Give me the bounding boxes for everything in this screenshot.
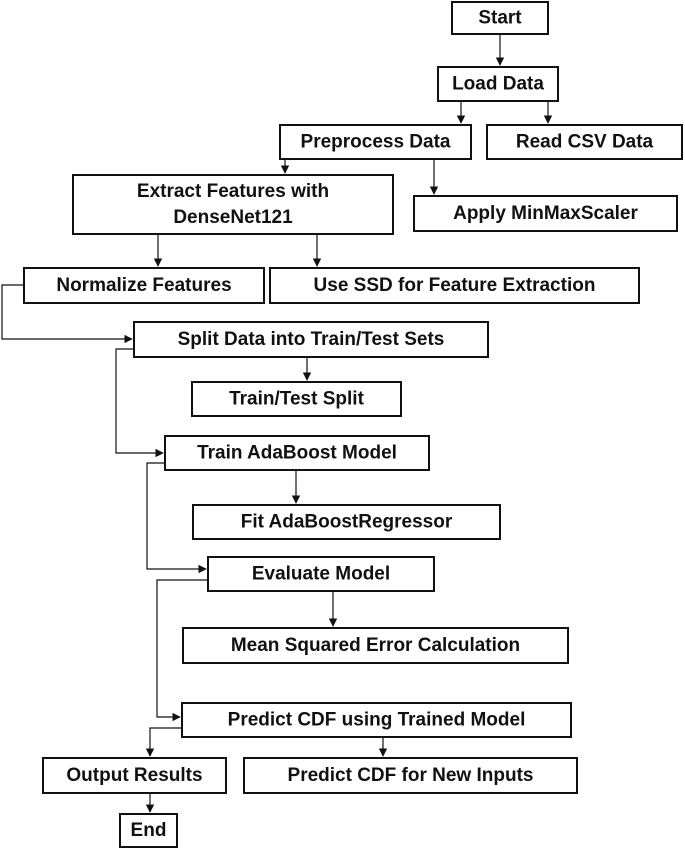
edge-train-adaboost-to-evaluate-model <box>146 462 207 574</box>
node-box <box>119 813 178 848</box>
node-box <box>182 627 569 664</box>
edge-split-data-to-train-adaboost <box>115 348 164 458</box>
node-end: End <box>119 813 178 848</box>
node-box <box>191 381 402 417</box>
node-apply-minmaxscaler: Apply MinMaxScaler <box>413 195 678 232</box>
node-box <box>181 702 572 738</box>
node-box <box>486 124 683 160</box>
node-label: Load Data <box>452 74 544 95</box>
edges <box>1 34 553 813</box>
node-mse-calculation: Mean Squared Error Calculation <box>182 627 569 664</box>
node-label: Mean Squared Error Calculation <box>231 635 520 656</box>
edge-normalize-features-to-split-data <box>1 284 133 344</box>
node-train-adaboost: Train AdaBoost Model <box>164 435 430 471</box>
edge-predict-cdf-trained-to-output-results <box>145 727 182 757</box>
node-train-test-split: Train/Test Split <box>191 381 402 417</box>
node-box <box>133 321 489 358</box>
node-normalize-features: Normalize Features <box>23 267 265 304</box>
node-split-data: Split Data into Train/Test Sets <box>133 321 489 358</box>
node-label: Train AdaBoost Model <box>197 443 397 464</box>
node-label: Read CSV Data <box>516 132 654 153</box>
node-box <box>243 757 578 794</box>
node-label: Predict CDF using Trained Model <box>228 710 526 731</box>
node-evaluate-model: Evaluate Model <box>207 556 435 592</box>
edge-evaluate-model-to-predict-cdf-trained <box>156 579 208 722</box>
node-label: Extract Features with <box>137 181 329 202</box>
node-label: Preprocess Data <box>301 132 451 153</box>
node-box <box>23 267 265 304</box>
node-label: Start <box>478 8 522 29</box>
node-box <box>42 757 227 794</box>
node-label: Normalize Features <box>56 275 231 296</box>
node-output-results: Output Results <box>42 757 227 794</box>
node-label: Use SSD for Feature Extraction <box>314 275 596 296</box>
node-box <box>413 195 678 232</box>
node-box <box>207 556 435 592</box>
node-box <box>437 66 559 102</box>
node-label: Output Results <box>66 765 202 786</box>
node-predict-cdf-trained: Predict CDF using Trained Model <box>181 702 572 738</box>
node-read-csv-data: Read CSV Data <box>486 124 683 160</box>
node-label: End <box>131 820 167 841</box>
node-label: Split Data into Train/Test Sets <box>178 329 445 350</box>
node-preprocess-data: Preprocess Data <box>279 124 472 160</box>
node-box <box>279 124 472 160</box>
node-fit-adaboostregressor: Fit AdaBoostRegressor <box>192 504 501 540</box>
node-box <box>451 1 549 35</box>
node-label: Apply MinMaxScaler <box>453 203 638 224</box>
node-label: Train/Test Split <box>229 389 364 410</box>
node-box <box>72 174 394 235</box>
node-start: Start <box>451 1 549 35</box>
node-box <box>164 435 430 471</box>
node-use-ssd: Use SSD for Feature Extraction <box>269 267 640 304</box>
node-box <box>269 267 640 304</box>
node-label: Fit AdaBoostRegressor <box>241 512 453 533</box>
node-box <box>192 504 501 540</box>
node-label: DenseNet121 <box>173 207 293 228</box>
node-label: Predict CDF for New Inputs <box>288 765 534 786</box>
node-load-data: Load Data <box>437 66 559 102</box>
node-predict-cdf-new: Predict CDF for New Inputs <box>243 757 578 794</box>
node-label: Evaluate Model <box>252 564 390 585</box>
